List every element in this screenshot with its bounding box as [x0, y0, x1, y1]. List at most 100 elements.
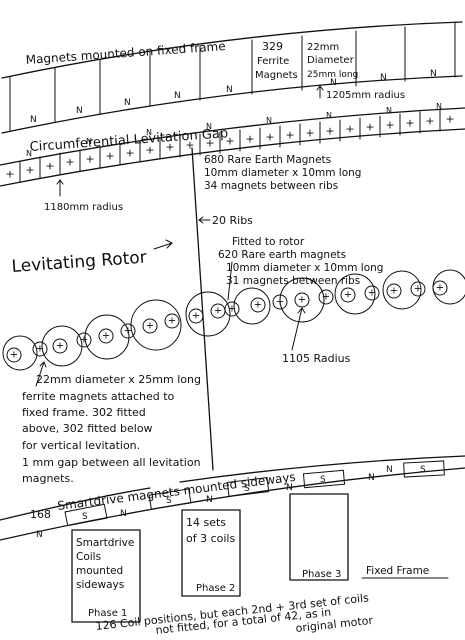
plus-mark: + [405, 117, 414, 130]
south-mark: S [320, 475, 326, 485]
outer-ring-line3: 34 magnets between ribs [204, 180, 338, 192]
coils-line4: sideways [76, 579, 124, 591]
north-mark: N [206, 122, 212, 131]
plus-mark: + [385, 119, 394, 132]
diameter-line2: Diameter [307, 55, 355, 66]
north-mark: N [386, 465, 393, 475]
north-mark: N [26, 149, 32, 158]
ferrite-note-line6: 1 mm gap between all levitation [22, 456, 201, 469]
coil-box-phase-2 [181, 509, 241, 597]
fixed-frame-ferrite-ring: N N N N N N N N Magnets mounted on fixed… [1, 21, 463, 134]
ferrite-note-line4: above, 302 fitted below [22, 422, 153, 435]
plus-mark: + [305, 127, 314, 140]
ferrite-note-line7: magnets. [22, 472, 74, 485]
plus-mark: + [146, 321, 154, 332]
plus-mark: + [36, 344, 44, 355]
plus-mark: + [254, 300, 262, 311]
plus-mark: + [322, 292, 330, 303]
north-mark: N [436, 102, 442, 111]
plus-mark: + [390, 286, 398, 297]
sets-note: 14 sets of 3 coils [186, 516, 235, 545]
plus-mark: + [45, 160, 54, 173]
inner-ring-line4: 31 magnets between ribs [226, 275, 360, 287]
inner-ring-line2: 620 Rare earth magnets [218, 249, 346, 261]
plus-mark: + [436, 283, 444, 294]
north-mark: N [120, 509, 127, 519]
south-mark: S [166, 496, 172, 506]
plus-mark: + [285, 129, 294, 142]
fixed-frame-label: Fixed Frame [366, 565, 429, 577]
ferrite-note-line5: for vertical levitation. [22, 439, 140, 452]
north-mark: N [36, 530, 43, 540]
south-mark: S [420, 465, 426, 475]
fixed-frame-title: Magnets mounted on fixed frame [25, 39, 226, 67]
plus-mark: + [345, 123, 354, 136]
plus-mark: + [25, 164, 34, 177]
north-mark: N [430, 69, 437, 79]
plus-mark: + [192, 311, 200, 322]
plus-mark: + [56, 341, 64, 352]
plus-mark: + [425, 115, 434, 128]
ferrite-note: 22mm diameter x 25mm long ferrite magnet… [22, 373, 201, 485]
inner-ring-radius: 1105 Radius [282, 352, 351, 365]
plus-mark: + [85, 153, 94, 166]
plus-mark: + [80, 335, 88, 346]
sets-line2: of 3 coils [186, 532, 235, 545]
plus-mark: + [5, 168, 14, 181]
plus-mark: + [245, 133, 254, 146]
inner-ring-line1: Fitted to rotor [232, 236, 305, 248]
north-mark: N [266, 116, 272, 125]
north-mark: N [30, 115, 37, 125]
north-mark: N [380, 73, 387, 83]
coil-box-phase-3 [289, 493, 349, 581]
phase-3-label: Phase 3 [302, 569, 341, 580]
smartdrive-footer: 126 Coil positions, but each 2nd + 3rd s… [95, 591, 374, 637]
plus-mark: + [414, 284, 422, 295]
plus-mark: + [185, 139, 194, 152]
smartdrive-magnet-band: S S S S S N N N N N N [0, 455, 465, 541]
coils-line1: Smartdrive [76, 537, 134, 549]
coil-box-phase-1 [71, 529, 141, 623]
outer-ring-note: 680 Rare Earth Magnets 10mm diameter x 1… [204, 154, 361, 192]
plus-mark: + [265, 131, 274, 144]
plus-mark: + [124, 326, 132, 337]
north-mark: N [86, 137, 92, 146]
plus-mark: + [105, 150, 114, 163]
ferrite-note-line2: ferrite magnets attached to [22, 390, 175, 403]
south-mark: S [82, 512, 88, 522]
north-mark: N [124, 98, 131, 108]
north-mark: N [206, 495, 213, 505]
north-mark: N [286, 483, 293, 493]
plus-mark: + [276, 297, 284, 308]
plus-mark: + [325, 125, 334, 138]
outer-ring-line2: 10mm diameter x 10mm long [204, 167, 361, 179]
plus-mark: + [125, 147, 134, 160]
ferrite-note-line3: fixed frame. 302 fitted [22, 406, 146, 419]
inner-ring-line3: 10mm diameter x 10mm long [226, 262, 383, 274]
outer-rotor-magnet-ring: + + + + + + + + + + + + + + + + + + + + … [0, 102, 465, 187]
rib-line [191, 147, 214, 471]
outer-ring-radius: 1180mm radius [44, 202, 123, 213]
plus-mark: + [344, 290, 352, 301]
north-mark: N [330, 78, 337, 88]
plus-mark: + [298, 295, 306, 306]
plus-mark: + [168, 316, 176, 327]
coils-note: Smartdrive Coils mounted sideways [76, 537, 134, 591]
outer-ring-line1: 680 Rare Earth Magnets [204, 154, 331, 166]
inner-ring-note: Fitted to rotor 620 Rare earth magnets 1… [218, 236, 383, 287]
diameter-line1: 22mm [307, 42, 339, 53]
north-mark: N [386, 106, 392, 115]
north-mark: N [174, 91, 181, 101]
plus-mark: + [365, 121, 374, 134]
plus-mark: + [214, 306, 222, 317]
coil-boxes [71, 493, 349, 623]
ribs-label: 20 Ribs [212, 214, 253, 227]
magnets-word: Magnets [255, 70, 298, 81]
plus-mark: + [228, 304, 236, 315]
south-mark: S [244, 484, 250, 494]
north-mark: N [368, 473, 375, 483]
coils-line2: Coils [76, 551, 101, 563]
ferrite-word: Ferrite [257, 56, 289, 67]
plus-mark: + [445, 113, 454, 126]
